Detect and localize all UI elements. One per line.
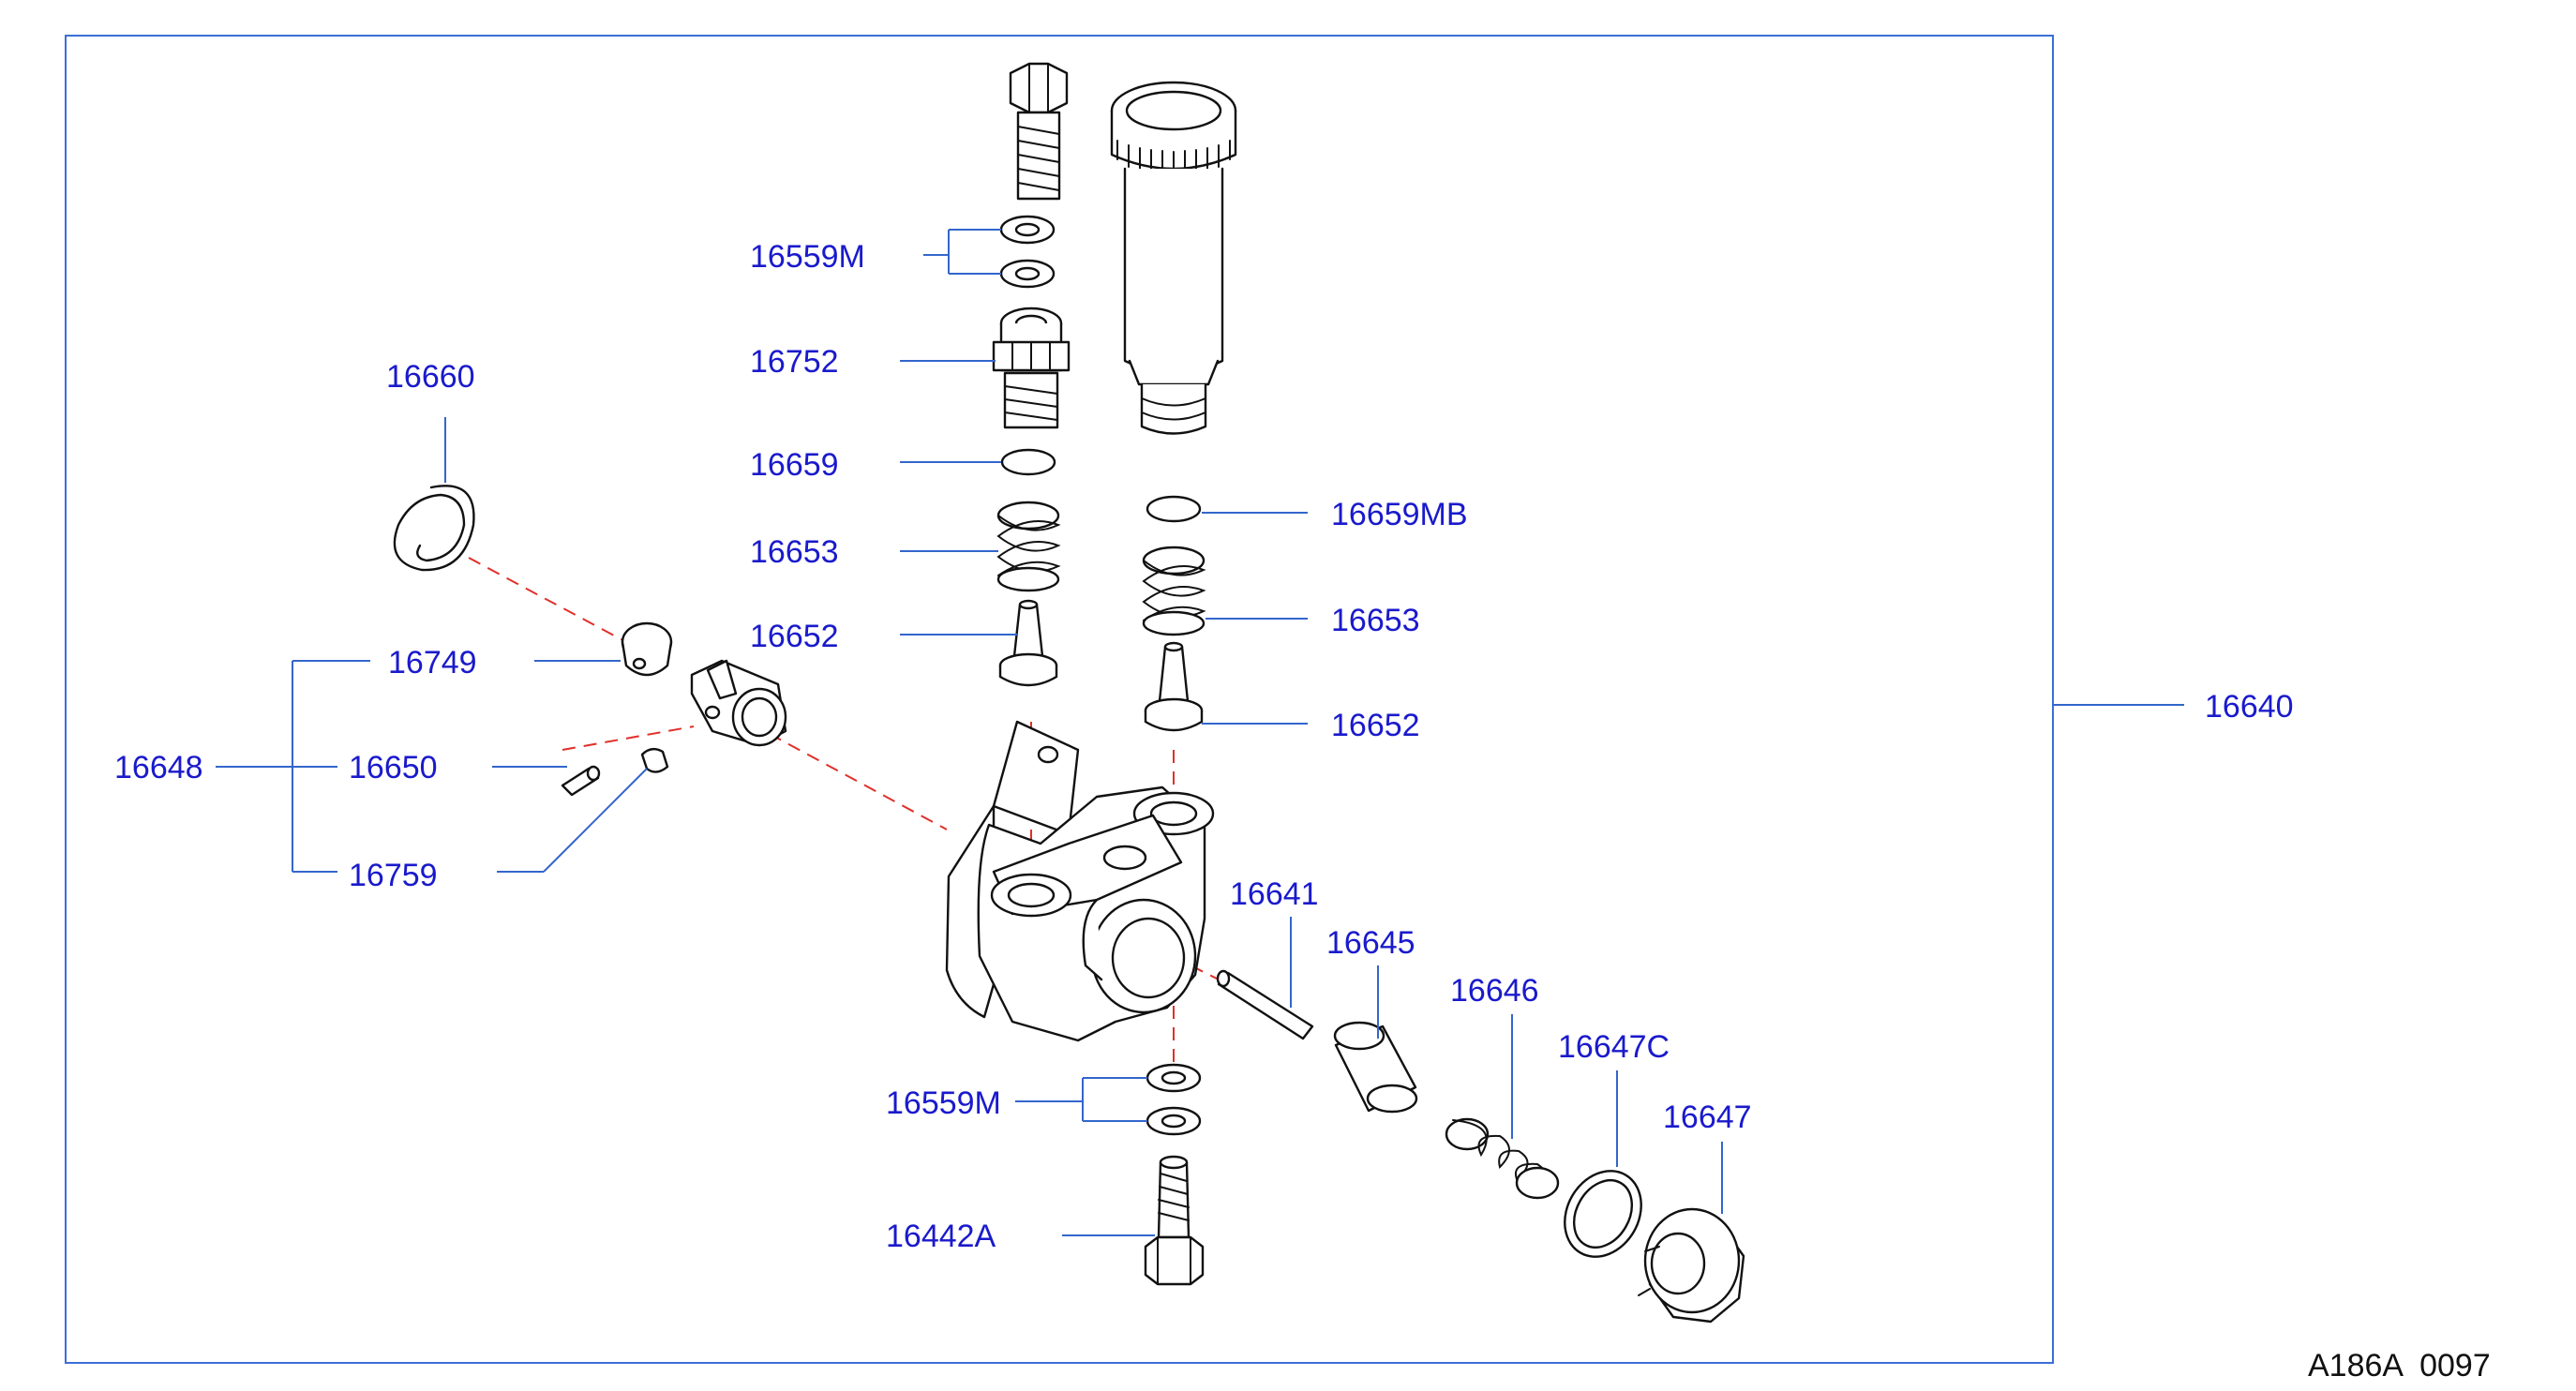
label-16647c: 16647C xyxy=(1558,1029,1670,1065)
label-16652-left: 16652 xyxy=(750,619,839,654)
diagram-code: A186A 0097 xyxy=(2308,1348,2491,1384)
o-ring-16659mb-part xyxy=(1146,495,1202,523)
label-16641: 16641 xyxy=(1230,876,1319,912)
assembly-frame xyxy=(65,35,2054,1364)
label-16646: 16646 xyxy=(1450,973,1539,1009)
valve-16652-left-part xyxy=(998,599,1058,687)
label-16659mb: 16659MB xyxy=(1331,497,1468,532)
o-ring-16659-part xyxy=(1000,448,1056,476)
sleeve-16645-part xyxy=(1333,1021,1418,1114)
label-16660: 16660 xyxy=(386,359,475,395)
snap-ring-16660-part xyxy=(393,485,475,572)
label-16559m-top: 16559M xyxy=(750,239,865,275)
label-16759: 16759 xyxy=(349,858,438,893)
bolt-16442a-part xyxy=(1144,1155,1205,1286)
label-16749: 16749 xyxy=(388,645,477,681)
pin-16641-part xyxy=(1216,969,1314,1040)
roller-16749-part xyxy=(621,621,673,677)
label-16650: 16650 xyxy=(349,750,438,785)
spring-16653-left-part xyxy=(996,501,1061,592)
label-16647: 16647 xyxy=(1663,1099,1752,1135)
priming-pump-part xyxy=(1110,81,1237,435)
pump-body-part xyxy=(945,720,1215,1042)
leader-lines xyxy=(216,229,2184,1236)
label-16752: 16752 xyxy=(750,344,839,380)
banjo-bolt-part xyxy=(1009,62,1069,201)
plug-16647-part xyxy=(1638,1207,1745,1324)
label-16653-left: 16653 xyxy=(750,534,839,570)
washer-16559m-top xyxy=(999,215,1056,289)
label-16442a: 16442A xyxy=(886,1219,996,1254)
label-16645: 16645 xyxy=(1326,925,1415,961)
label-16653-right: 16653 xyxy=(1331,603,1420,638)
label-16648: 16648 xyxy=(114,750,203,785)
tappet-body-part xyxy=(690,659,787,747)
label-16559m-bottom: 16559M xyxy=(886,1085,1001,1121)
fitting-16752-part xyxy=(992,307,1071,429)
label-16640: 16640 xyxy=(2205,689,2294,725)
pin-16759-part xyxy=(640,747,669,773)
washer-16559m-bottom xyxy=(1146,1063,1202,1136)
label-16652-right: 16652 xyxy=(1331,708,1420,743)
spring-16646-part xyxy=(1445,1117,1560,1200)
pin-16650-part xyxy=(561,765,601,797)
spring-16653-right-part xyxy=(1142,546,1206,636)
valve-16652-right-part xyxy=(1144,641,1204,732)
gasket-16647c-part xyxy=(1564,1170,1642,1258)
label-16659: 16659 xyxy=(750,447,839,483)
